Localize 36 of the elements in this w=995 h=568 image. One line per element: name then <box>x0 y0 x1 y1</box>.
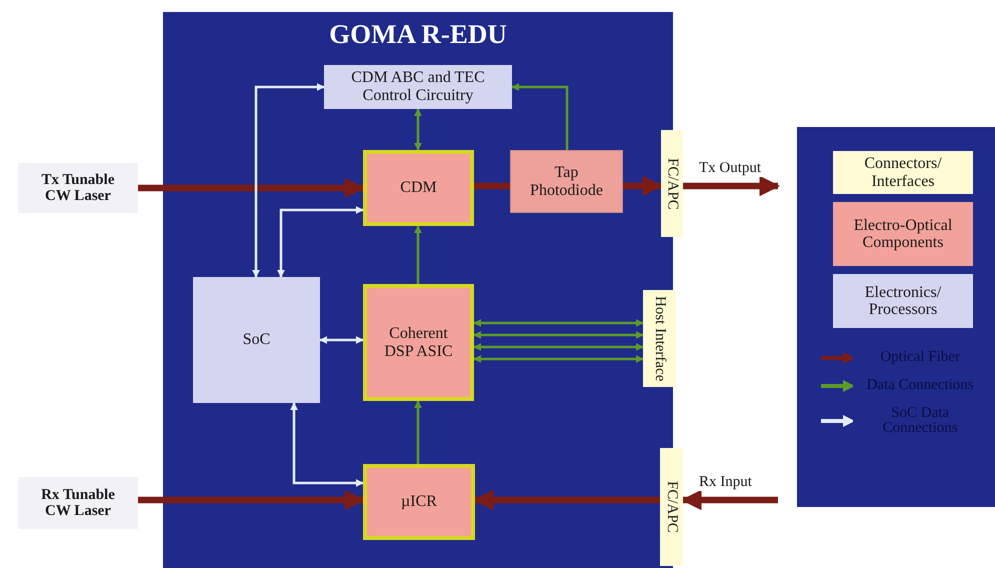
processor-box: CDM ABC and TEC Control Circuitry <box>324 65 512 109</box>
connector-box: Host Interface <box>643 290 676 387</box>
panel-title: GOMA R-EDU <box>328 20 508 50</box>
connector-box: FC/APC <box>660 448 683 566</box>
edge-label: Rx Input <box>697 474 754 491</box>
edge-label: Tx Output <box>697 160 764 177</box>
legend-swatch: Connectors/ Interfaces <box>833 151 973 194</box>
processor-box: SoC <box>193 277 320 403</box>
connector-arrow <box>138 490 366 510</box>
legend-swatch: Electronics/ Processors <box>833 274 973 328</box>
connector-arrow <box>414 108 422 151</box>
connector-arrow <box>277 206 364 278</box>
laser-box: Tx Tunable CW Laser <box>18 163 138 213</box>
connector-arrow <box>623 176 664 196</box>
connector-arrow <box>511 83 568 150</box>
connector-arrow <box>473 319 644 327</box>
legend-label: SoC Data Connections <box>882 406 959 438</box>
laser-box: Rx Tunable CW Laser <box>18 477 138 529</box>
connector-arrow <box>290 402 364 487</box>
connector-box: FC/APC <box>661 130 683 237</box>
connector-arrow <box>473 343 644 351</box>
connector-arrow <box>414 225 422 284</box>
connector-arrow <box>319 336 364 344</box>
component-box: Tap Photodiode <box>510 150 623 213</box>
arrow <box>683 176 780 196</box>
connector-arrow <box>414 400 422 464</box>
connector-arrow <box>138 178 366 198</box>
component-box: CDM <box>363 150 474 226</box>
legend-swatch: Electro-Optical Components <box>833 202 973 266</box>
legend-label: Data Connections <box>866 378 975 394</box>
connector-arrow <box>252 83 325 278</box>
connector-arrow <box>473 355 644 363</box>
legend-label: Optical Fiber <box>879 350 961 366</box>
component-box: µICR <box>363 464 475 540</box>
connector-arrow <box>473 331 644 339</box>
component-box: Coherent DSP ASIC <box>363 284 474 401</box>
